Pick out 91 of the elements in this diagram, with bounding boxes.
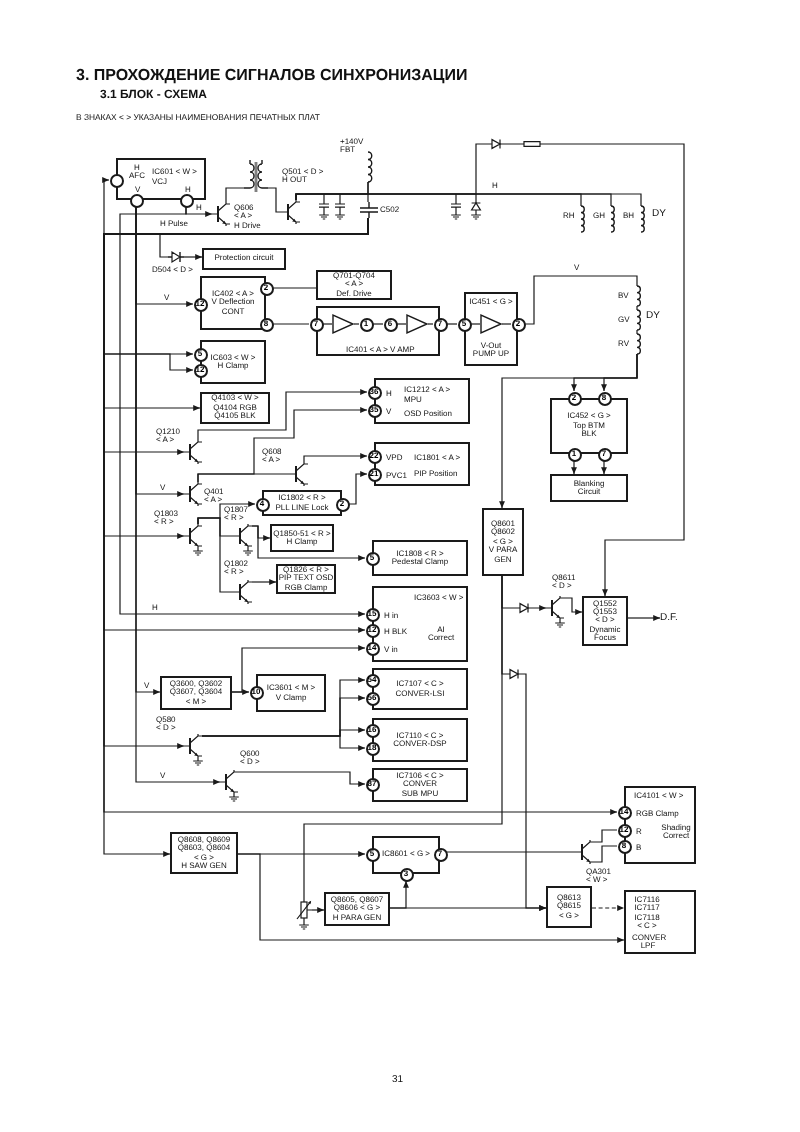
signal-line — [197, 517, 235, 593]
signal-line — [272, 287, 317, 289]
transistor-symbol — [546, 596, 564, 620]
circuit-block — [316, 270, 392, 300]
circuit-block — [160, 676, 232, 710]
transistor-symbol — [184, 734, 202, 758]
signal-line — [367, 181, 369, 203]
signal-arrow — [571, 460, 577, 475]
coil-symbol — [632, 310, 642, 330]
signal-arrow — [197, 389, 368, 441]
coil-symbol — [632, 334, 642, 354]
pin-circle — [109, 173, 123, 187]
coil-symbol — [576, 206, 586, 232]
circuit-block — [482, 508, 524, 576]
circuit-block — [372, 540, 468, 576]
circuit-block — [316, 306, 440, 356]
diode-symbol — [168, 250, 184, 264]
signal-line — [524, 275, 638, 325]
transistor-symbol — [290, 462, 308, 486]
signal-arrow — [185, 206, 213, 217]
transistor-symbol — [212, 202, 230, 226]
signal-line — [396, 323, 407, 325]
transistor-symbol — [576, 840, 594, 864]
transistor-symbol — [184, 482, 202, 506]
transistor-symbol — [184, 440, 202, 464]
circuit-block — [624, 890, 696, 954]
circuit-block — [202, 248, 286, 270]
signal-line — [159, 217, 369, 258]
signal-arrow — [303, 453, 368, 463]
signal-arrow — [251, 579, 277, 585]
circuit-block — [372, 768, 468, 802]
signal-arrow — [237, 771, 366, 787]
signal-line — [446, 323, 458, 325]
circuit-block — [276, 564, 336, 594]
capacitor-symbol — [359, 202, 377, 218]
circuit-block — [324, 892, 390, 926]
circuit-block — [270, 524, 334, 552]
signal-arrow — [389, 880, 409, 909]
signal-arrow — [231, 689, 250, 695]
signal-line — [636, 329, 638, 335]
pin-circle — [179, 193, 193, 207]
amplifier-triangle — [480, 314, 502, 334]
signal-arrow — [601, 460, 607, 475]
transistor-symbol — [220, 770, 238, 794]
signal-arrow — [499, 353, 638, 509]
signal-line — [501, 323, 512, 325]
variable-resistor-symbol — [296, 898, 312, 922]
signal-arrow — [627, 615, 661, 621]
signal-line — [322, 323, 333, 325]
signal-line — [470, 323, 481, 325]
circuit-block — [200, 392, 270, 424]
signal-arrow — [201, 735, 366, 751]
circuit-block — [256, 674, 326, 712]
coil-symbol — [606, 206, 616, 232]
signal-line — [197, 473, 291, 483]
circuit-block — [464, 292, 518, 366]
signal-line — [267, 187, 283, 213]
transformer-symbol — [244, 160, 268, 196]
signal-arrow — [591, 905, 625, 911]
signal-line — [427, 323, 434, 325]
signal-line — [446, 851, 577, 853]
pin-circle — [129, 193, 143, 207]
transistor-symbol — [234, 524, 252, 548]
circuit-block — [546, 886, 592, 928]
signal-arrow — [237, 853, 625, 943]
signal-arrow — [135, 206, 221, 785]
signal-arrow — [183, 254, 203, 260]
transistor-symbol — [184, 524, 202, 548]
signal-line — [272, 323, 310, 325]
coil-symbol — [636, 206, 646, 232]
circuit-block — [170, 832, 238, 874]
amplifier-triangle — [406, 314, 428, 334]
signal-line — [372, 323, 384, 325]
signal-arrow — [348, 471, 368, 505]
page-title: 3. ПРОХОЖДЕНИЕ СИГНАЛОВ СИНХРОНИЗАЦИИ — [76, 68, 468, 86]
amplifier-triangle — [332, 314, 354, 334]
signal-arrow — [295, 143, 685, 597]
circuit-block — [582, 596, 628, 646]
signal-arrow — [251, 525, 366, 561]
signal-line — [353, 323, 360, 325]
coil-symbol — [632, 286, 642, 306]
signal-arrow — [563, 597, 583, 615]
transistor-symbol — [234, 580, 252, 604]
signal-line — [593, 829, 618, 843]
signal-arrow — [311, 907, 325, 913]
signal-line — [593, 845, 618, 863]
coil-symbol — [362, 152, 374, 182]
signal-line — [636, 305, 638, 311]
transistor-symbol — [282, 200, 300, 224]
signal-line — [225, 187, 245, 203]
circuit-block — [550, 474, 628, 502]
